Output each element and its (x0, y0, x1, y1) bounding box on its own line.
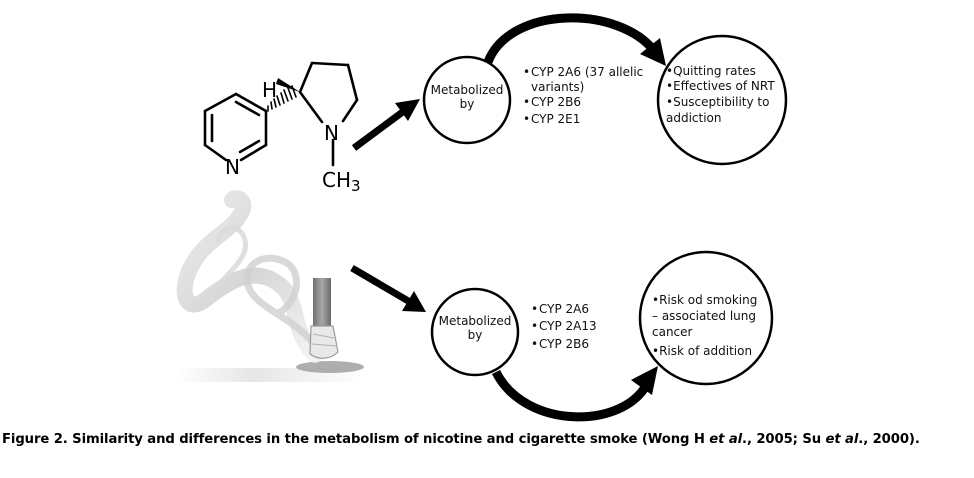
top-metabolized-circle (422, 55, 512, 145)
enzyme-item: CYP 2E1 (531, 112, 580, 126)
outcome-item: – associated lung (652, 309, 756, 323)
curved-arrow-head (640, 38, 666, 66)
cigarette-crease (311, 333, 337, 347)
enzyme-bullet: • (531, 337, 538, 351)
outcome-item: •Quitting rates (666, 64, 756, 78)
smoke-wisp (176, 190, 323, 363)
enzyme-item: variants) (531, 80, 584, 94)
enzyme-bullet: • (523, 95, 530, 109)
caption-lead: Figure 2. Similarity and differences in … (2, 432, 710, 447)
bottom-flow: Metabolized by • CYP 2A6 • CYP 2A13 • CY… (430, 250, 774, 422)
outcome-item: •Susceptibility to (666, 95, 769, 109)
enzyme-bullet: • (531, 302, 538, 316)
enzyme-item: CYP 2B6 (539, 337, 589, 351)
bottom-outcome-circle (638, 250, 774, 386)
cigarette-smoke-image (176, 190, 366, 382)
curved-arrow-head (631, 366, 658, 395)
caption-etal-1: et al (709, 432, 743, 447)
enzyme-item: CYP 2A13 (539, 319, 597, 333)
smoke-wisp (243, 254, 322, 354)
ash-pile (296, 361, 364, 373)
atom-h-label: H (262, 78, 277, 102)
nicotine-structure (203, 61, 359, 167)
enzyme-bullet: • (523, 65, 530, 79)
enzyme-item: CYP 2A6 (539, 302, 589, 316)
enzyme-item: CYP 2A6 (37 allelic (531, 65, 643, 79)
arrow-right-icon (350, 264, 426, 312)
bottom-enzyme-list: • CYP 2A6 • CYP 2A13 • CYP 2B6 (531, 302, 597, 351)
top-outcome-list: •Quitting rates •Effectives of NRT •Susc… (666, 64, 775, 125)
bottom-outcome-list: •Risk od smoking – associated lung cance… (652, 293, 757, 358)
smoke-wisp (207, 225, 248, 303)
outcome-item: •Effectives of NRT (666, 79, 775, 93)
cigarette-filter (313, 278, 331, 326)
top-metabolized-label-1: Metabolized (431, 83, 504, 97)
arrow-right-icon (351, 99, 420, 151)
top-flow: Metabolized by • CYP 2A6 (37 allelic var… (422, 13, 788, 166)
cigarette-crushed (309, 325, 339, 359)
outcome-item: cancer (652, 325, 693, 339)
atom-n-pyrrolidine-label: N (324, 121, 339, 145)
enzyme-item: CYP 2B6 (531, 95, 581, 109)
curved-arrow-icon (483, 13, 659, 64)
enzyme-bullet: • (531, 319, 538, 333)
outcome-item: •Risk of addition (652, 344, 752, 358)
top-metabolized-label-2: by (460, 97, 475, 111)
methyl-subscript: 3 (351, 177, 361, 195)
curved-arrow-icon (491, 369, 653, 422)
bottom-metabolized-label-1: Metabolized (439, 314, 512, 328)
bottom-metabolized-circle (430, 287, 520, 377)
bottom-metabolized-label-2: by (468, 328, 483, 342)
caption-tail: ., 2000). (858, 432, 920, 447)
caption-etal-2: et al (825, 432, 859, 447)
enzyme-bullet: • (523, 112, 530, 126)
methyl-label: CH3 (322, 168, 361, 195)
figure-caption: Figure 2. Similarity and differences in … (2, 432, 972, 447)
atom-n-ring-label: N (225, 155, 240, 179)
outcome-item: addiction (666, 111, 722, 125)
methyl-ch: CH (322, 168, 351, 192)
outcome-item: •Risk od smoking (652, 293, 757, 307)
top-enzyme-list: • CYP 2A6 (37 allelic variants) • CYP 2B… (523, 65, 643, 126)
caption-mid: ., 2005; Su (742, 432, 826, 447)
top-outcome-circle (656, 34, 788, 166)
